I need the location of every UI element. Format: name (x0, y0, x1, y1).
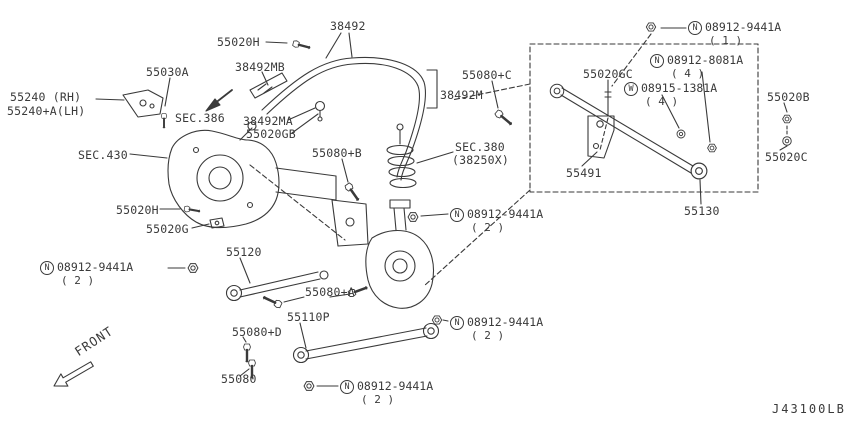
part-label-55080a: 55080+A (305, 285, 355, 299)
part-label-55020c: 55020C (765, 150, 808, 164)
part-label-55020h-mid: 55020H (116, 203, 159, 217)
fastener-icons (182, 22, 792, 391)
fastener-number: 08912-8081A (667, 53, 744, 68)
part-label-55110p: 55110P (287, 310, 330, 324)
fastener-number: 08912-9441A (57, 260, 134, 275)
construction-lines (249, 33, 652, 287)
circled-n-icon: N (650, 54, 664, 68)
part-label-38492ma: 38492MA (243, 114, 293, 128)
fastener-qty: ( 2 ) (61, 274, 95, 287)
fastener-number: 08912-9441A (705, 20, 782, 35)
lower-link-drawing (292, 322, 440, 364)
part-label-55080: 55080 (221, 372, 257, 386)
part-label-55080c: 55080+C (462, 68, 512, 82)
axle-housing-drawing (167, 121, 369, 247)
part-label-55020h-top: 55020H (217, 35, 260, 49)
knuckle-assembly-drawing (365, 199, 435, 309)
section-label-sec380: SEC.380 (455, 140, 505, 154)
fastener-qty: ( 2 ) (471, 221, 505, 234)
part-label-55080d: 55080+D (232, 325, 282, 339)
fastener-number: 08912-9441A (357, 379, 434, 394)
section-label-38250x: (38250X) (452, 153, 509, 167)
fastener-number: 08915-1381A (641, 81, 718, 96)
fastener-qty: ( 2 ) (361, 393, 395, 406)
front-arrow-icon (53, 361, 94, 387)
part-label-55020gc: 55020GC (583, 67, 633, 81)
bracket-55240-drawing (122, 89, 168, 129)
circled-n-icon: N (340, 380, 354, 394)
coil-spring-drawing (386, 123, 417, 189)
part-label-55491: 55491 (566, 166, 602, 180)
fastener-qty: ( 2 ) (471, 329, 505, 342)
fastener-qty: ( 4 ) (671, 67, 705, 80)
circled-w-icon: W (624, 82, 638, 96)
part-label-55080b: 55080+B (312, 146, 362, 160)
section-label-sec430: SEC.430 (78, 148, 128, 162)
leader-lines (95, 27, 788, 387)
part-label-55120: 55120 (226, 245, 262, 259)
fastener-number: 08912-9441A (467, 315, 544, 330)
circled-n-icon: N (450, 316, 464, 330)
part-label-55030a: 55030A (146, 65, 189, 79)
circled-n-icon: N (40, 261, 54, 275)
part-label-55020b: 55020B (767, 90, 810, 104)
brake-tube-drawing (249, 56, 438, 181)
part-label-55020g: 55020G (146, 222, 189, 236)
diagram-code: J43100LB (772, 402, 846, 416)
fastener-number: 08912-9441A (467, 207, 544, 222)
part-label-55240-rh: 55240 (RH) (10, 90, 82, 104)
sec386-arrow-icon (205, 89, 233, 112)
fastener-qty: ( 1 ) (709, 34, 743, 47)
upper-link-drawing (225, 270, 329, 302)
part-label-38492mb: 38492MB (235, 60, 285, 74)
part-label-38492m: 38492M (440, 88, 483, 102)
circled-n-icon: N (688, 21, 702, 35)
circled-n-icon: N (450, 208, 464, 222)
part-label-55130: 55130 (684, 204, 720, 218)
section-label-sec386: SEC.386 (175, 111, 225, 125)
part-label-38492: 38492 (330, 19, 366, 33)
part-label-55240a-lh: 55240+A(LH) (7, 104, 86, 118)
fastener-qty: ( 4 ) (645, 95, 679, 108)
part-label-55020gb: 55020GB (246, 127, 296, 141)
